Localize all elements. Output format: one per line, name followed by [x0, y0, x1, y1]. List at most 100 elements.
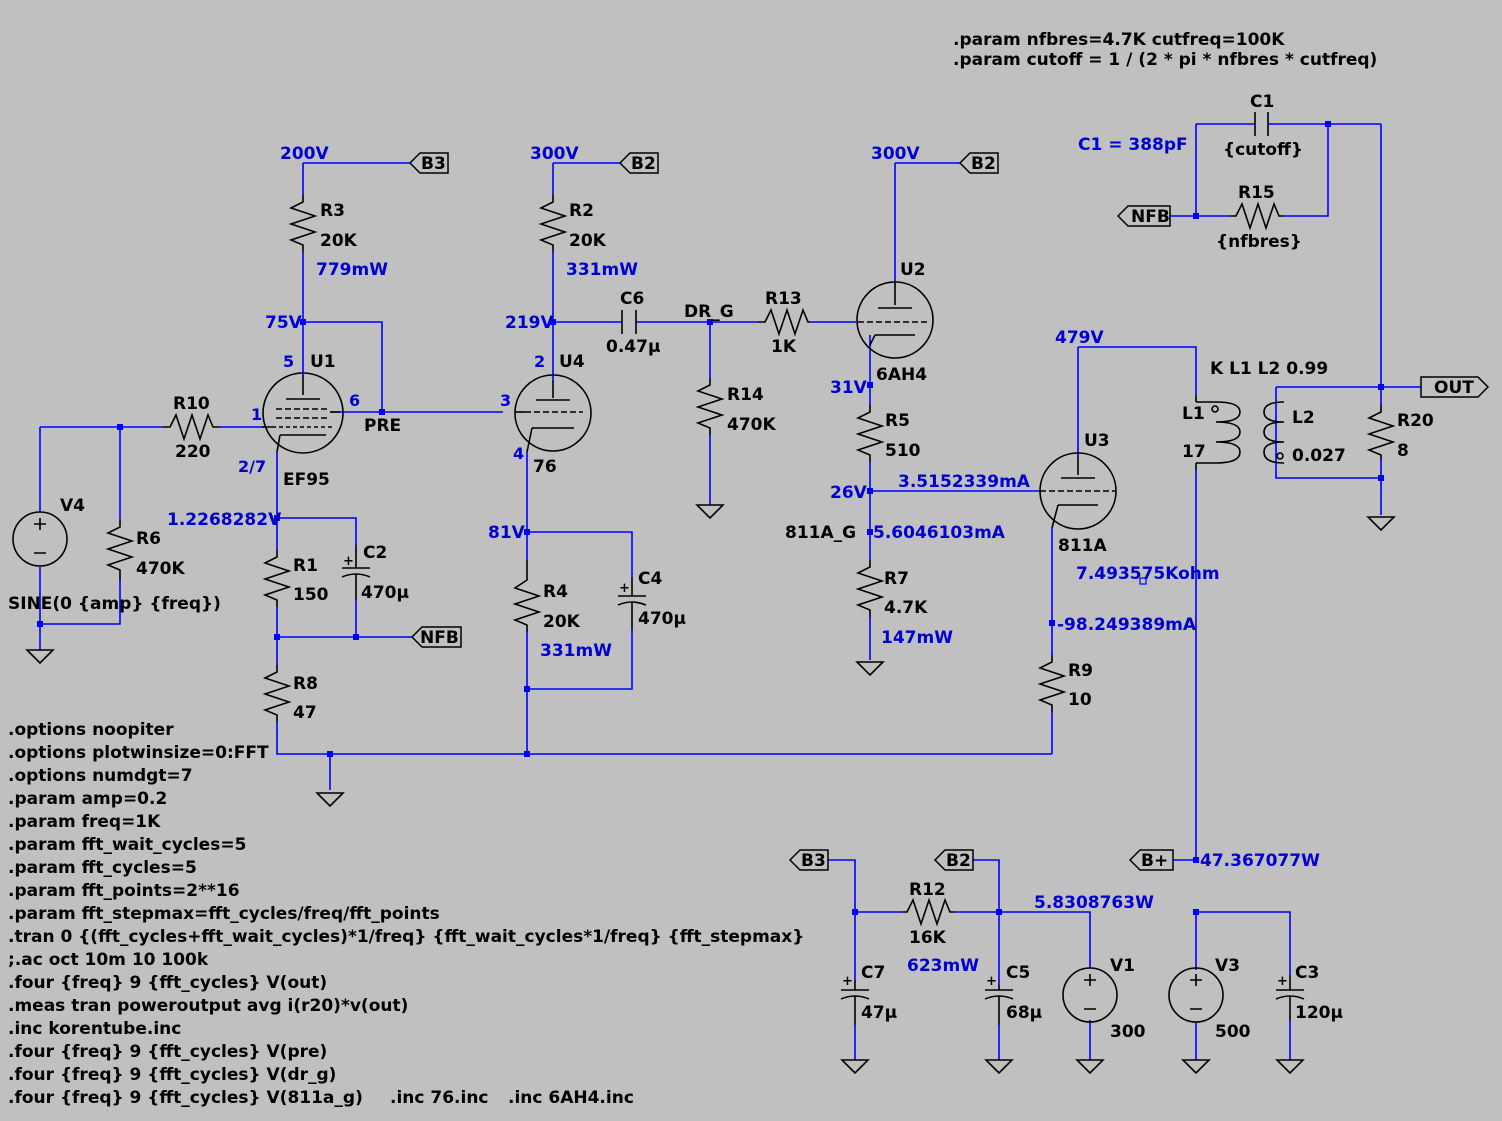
directive-line: .four {freq} 9 {fft_cycles} V(out): [8, 973, 327, 993]
svg-text:+: +: [1277, 974, 1288, 989]
r14-value: 470K: [727, 415, 776, 435]
annotation-31v: 31V: [830, 378, 868, 398]
resistor-r3[interactable]: R3 20K: [288, 195, 358, 252]
net-flag-out[interactable]: OUT: [1420, 376, 1490, 398]
annotation-p-r7: 147mW: [881, 628, 953, 648]
r6-value: 470K: [136, 559, 185, 579]
voltage-source-v4[interactable]: V4 SINE(0 {amp} {freq}): [8, 496, 221, 614]
c5-label: C5: [1006, 963, 1030, 983]
net-flag-b2-u2[interactable]: B2: [958, 152, 999, 174]
net-flag-nfb-feedback[interactable]: NFB: [1116, 205, 1171, 227]
resistor-r2[interactable]: R2 20K: [538, 195, 607, 252]
net-flag-b2-supply[interactable]: B2: [933, 849, 974, 871]
annotation-75v: 75V: [265, 313, 303, 333]
junctions: [37, 121, 1384, 915]
capacitor-c2[interactable]: + C2 470μ: [341, 543, 409, 603]
resistor-r7[interactable]: R7 4.7K: [855, 560, 928, 618]
annotation-p-r4: 331mW: [540, 641, 612, 661]
tube-u4[interactable]: 2 3 4 U4 76: [500, 352, 592, 477]
u2-label: U2: [900, 260, 926, 280]
resistor-r6[interactable]: R6 470K: [105, 520, 185, 580]
svg-text:B2: B2: [971, 154, 996, 174]
r4-label: R4: [543, 582, 568, 602]
r15-value: {nfbres}: [1216, 232, 1302, 252]
capacitor-c4[interactable]: + C4 470μ: [617, 569, 686, 630]
capacitor-c6[interactable]: C6 0.47μ: [606, 289, 660, 357]
resistor-r10[interactable]: R10 220: [163, 394, 220, 462]
net-flag-b2-top[interactable]: B2: [618, 152, 659, 174]
capacitor-c7[interactable]: + C7 47μ: [840, 963, 897, 1025]
annotation-p-r12: 623mW: [907, 956, 979, 976]
r12-value: 16K: [909, 928, 947, 948]
resistor-r5[interactable]: R5 510: [855, 405, 921, 462]
directive-line: .param freq=1K: [8, 812, 161, 832]
annotation-479v: 479V: [1055, 328, 1104, 348]
net-flag-nfb-cathode[interactable]: NFB: [410, 626, 462, 648]
capacitor-c3[interactable]: + C3 120μ: [1275, 963, 1343, 1023]
r3-value: 20K: [320, 231, 358, 251]
r5-value: 510: [885, 441, 921, 461]
ground-icon: [315, 792, 345, 808]
resistor-r4[interactable]: R4 20K: [512, 560, 581, 632]
resistor-r1[interactable]: R1 150: [262, 550, 329, 607]
resistor-r15[interactable]: R15 {nfbres}: [1216, 183, 1302, 252]
ground-icon: [1275, 1059, 1305, 1075]
resistor-r14[interactable]: R14 470K: [695, 378, 776, 435]
tube-u3[interactable]: U3 811A: [1039, 431, 1117, 556]
c7-value: 47μ: [861, 1003, 897, 1023]
annotation-z-811: 7.493575Kohm: [1076, 564, 1220, 584]
annotation-p-r2: 331mW: [566, 260, 638, 280]
svg-text:+: +: [986, 974, 997, 989]
svg-text:B2: B2: [631, 154, 656, 174]
u1-value: EF95: [283, 470, 330, 490]
directive-line: .param fft_points=2**16: [8, 881, 240, 901]
directive-line: .param fft_wait_cycles=5: [8, 835, 246, 855]
r3-label: R3: [320, 201, 345, 221]
inductor-l1[interactable]: L1 17: [1182, 395, 1241, 470]
c6-value: 0.47μ: [606, 337, 660, 357]
ground-icon: [1181, 1059, 1211, 1075]
voltage-source-v1[interactable]: V1 300: [1062, 956, 1146, 1042]
ground-icon: [855, 661, 885, 677]
annotation-v-r1: 1.2268282V: [167, 510, 282, 530]
svg-text:+: +: [343, 554, 354, 569]
svg-text:NFB: NFB: [1131, 207, 1170, 227]
resistor-r12[interactable]: R12 16K: [902, 880, 955, 948]
svg-text:NFB: NFB: [420, 628, 459, 648]
tube-u1[interactable]: 1 5 6 2/7 U1 EF95: [238, 352, 360, 490]
annotation-pw-v1: 5.8308763W: [1034, 893, 1154, 913]
u1-label: U1: [310, 352, 336, 372]
resistor-r20[interactable]: R20 8: [1366, 405, 1434, 461]
voltage-source-v3[interactable]: V3 500: [1168, 956, 1251, 1042]
r5-label: R5: [885, 411, 910, 431]
r1-label: R1: [293, 556, 318, 576]
net-flag-bplus[interactable]: B+: [1128, 849, 1174, 871]
tube-u2[interactable]: U2 6AH4: [856, 260, 934, 385]
resistor-r8[interactable]: R8 47: [262, 665, 318, 723]
ground-icon: [695, 504, 725, 520]
svg-text:B3: B3: [801, 851, 826, 871]
u4-pin-2: 2: [534, 352, 545, 371]
r10-label: R10: [173, 394, 210, 414]
net-label-811a-g: 811A_G: [785, 523, 856, 543]
spice-directives-bottom: .options noopiter .options plotwinsize=0…: [8, 720, 804, 1108]
r20-value: 8: [1397, 441, 1409, 461]
r10-value: 220: [175, 442, 211, 462]
annotation-i-811g: 5.6046103mA: [873, 523, 1006, 543]
r15-label: R15: [1238, 183, 1275, 203]
annotation-pw-v3: 47.367077W: [1200, 851, 1320, 871]
svg-text:+: +: [842, 974, 853, 989]
resistor-r13[interactable]: R13 1K: [758, 289, 810, 357]
capacitor-c5[interactable]: + C5 68μ: [984, 963, 1042, 1025]
u1-pin-5: 5: [283, 352, 294, 371]
wires: [39, 123, 1421, 1060]
capacitor-c1[interactable]: C1 {cutoff}: [1223, 92, 1303, 160]
inductor-l2[interactable]: L2 0.027: [1263, 401, 1346, 466]
net-flag-b3-supply[interactable]: B3: [788, 849, 829, 871]
resistor-r9[interactable]: R9 10: [1037, 655, 1093, 712]
net-flag-b3-top[interactable]: B3: [408, 152, 449, 174]
r9-label: R9: [1068, 661, 1093, 681]
annotation-300v-b: 300V: [871, 144, 920, 164]
r14-label: R14: [727, 385, 764, 405]
